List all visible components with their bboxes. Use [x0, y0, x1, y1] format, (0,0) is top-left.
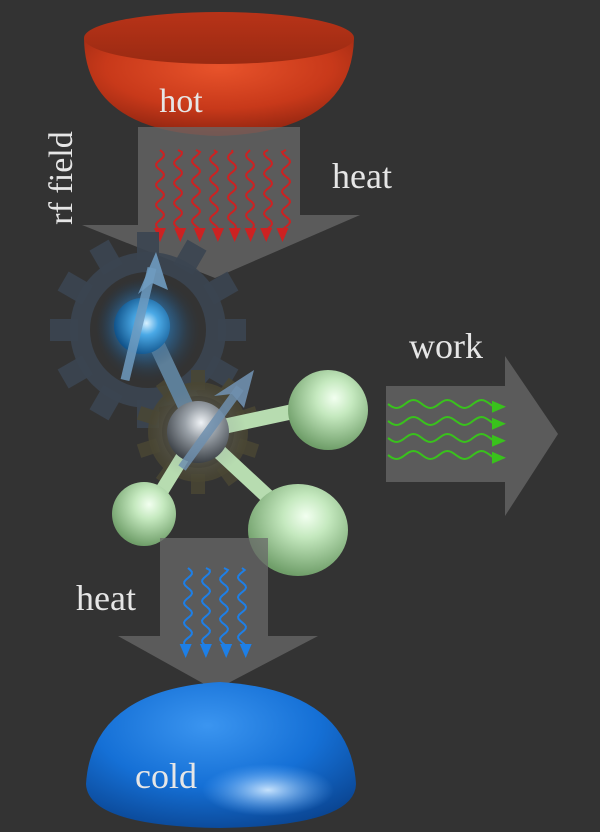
wave-arrowhead [174, 228, 187, 242]
wave-arrowhead [492, 400, 506, 413]
wave-arrowhead [260, 228, 273, 242]
work-waves [387, 398, 506, 464]
wave-line [387, 432, 495, 444]
hot-reservoir [84, 12, 354, 136]
wave-line [227, 149, 237, 231]
heat-out-arrow [118, 538, 318, 690]
heat-in-arrow [82, 127, 360, 278]
wave-arrowhead [199, 644, 212, 658]
wave-line [209, 149, 219, 231]
wave-arrowhead [239, 644, 252, 658]
wave-arrowhead [276, 228, 289, 242]
wave-line [182, 567, 194, 647]
green-atom-lower-left [112, 482, 176, 546]
work-arrow [386, 356, 558, 516]
wave-line [218, 567, 230, 647]
cold-label: cold [135, 756, 197, 796]
wave-arrowhead [211, 228, 224, 242]
wave-line [387, 415, 495, 427]
wave-line [387, 449, 495, 461]
spin-arrow-central [178, 370, 254, 471]
wave-line [387, 398, 495, 410]
green-atom-lower-right [248, 484, 348, 576]
wave-line [191, 149, 202, 231]
heat-out-waves [179, 567, 252, 658]
wave-arrowhead [193, 228, 206, 242]
wave-line [236, 567, 248, 647]
wave-arrowhead [492, 451, 506, 464]
wave-arrowhead [244, 228, 257, 242]
work-label: work [409, 326, 483, 366]
rf-field-label: rf field [43, 131, 80, 224]
wave-line [173, 149, 183, 231]
wave-line [262, 149, 274, 231]
wave-arrowhead [220, 644, 233, 658]
wave-line [155, 149, 165, 231]
spin-arrow-blue [120, 252, 168, 382]
wave-line [245, 149, 255, 231]
wave-arrowhead [154, 228, 166, 242]
hot-label: hot [159, 83, 203, 120]
wave-arrowhead [492, 434, 506, 447]
heat-in-label: heat [332, 156, 392, 196]
green-atom-right [288, 370, 368, 450]
wave-arrowhead [492, 417, 506, 430]
wave-arrowhead [179, 644, 192, 658]
wave-arrowhead [228, 228, 241, 242]
heat-in-waves [154, 149, 292, 242]
cold-reservoir [86, 682, 356, 828]
wave-line [280, 149, 292, 231]
wave-line [200, 567, 212, 647]
heat-out-label: heat [76, 578, 136, 618]
